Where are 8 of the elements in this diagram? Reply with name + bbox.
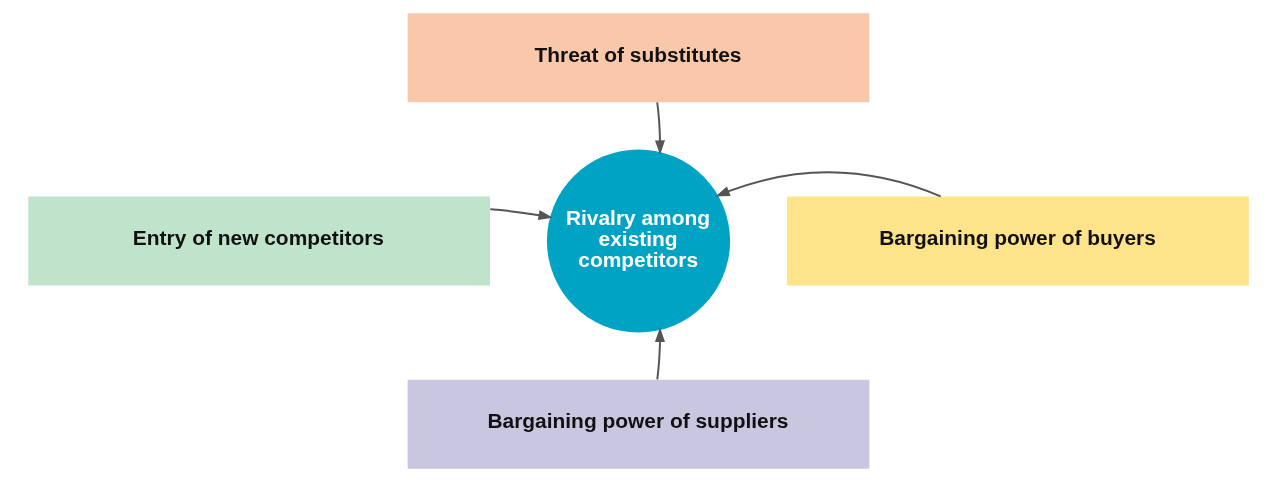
arrow [654,101,665,155]
node-box: Threat of substitutes [407,13,869,103]
node-box: Bargaining power of buyers [786,196,1249,286]
arrow [714,171,942,198]
node-box: Bargaining power of suppliers [407,379,869,469]
arrow [488,208,553,221]
arrow [654,327,665,381]
node-box: Entry of new competitors [27,196,490,286]
